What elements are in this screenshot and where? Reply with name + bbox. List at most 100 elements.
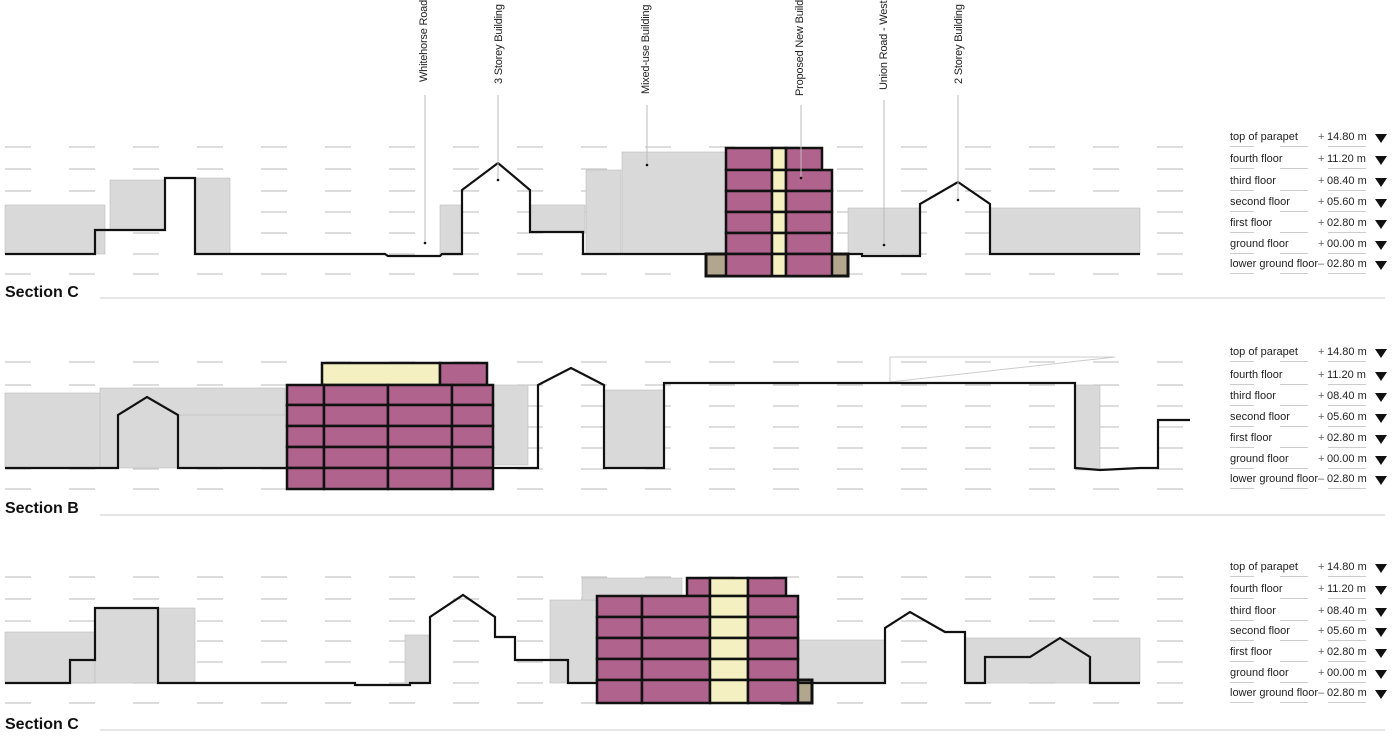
level-marker-icon xyxy=(1375,564,1387,573)
level-row: third floor+08.40 m xyxy=(1230,605,1395,621)
context-building xyxy=(492,384,529,466)
proposed-unit xyxy=(386,466,454,491)
underline xyxy=(1280,190,1308,191)
proposed-unit xyxy=(450,445,495,470)
underline xyxy=(1280,447,1308,448)
underline xyxy=(1230,273,1254,274)
level-marker-icon xyxy=(1375,608,1387,617)
level-row: first floor+02.80 m xyxy=(1230,646,1395,662)
context-building xyxy=(4,392,118,469)
level-name: second floor xyxy=(1230,625,1290,637)
proposed-unit xyxy=(708,636,750,661)
proposed-unit xyxy=(438,361,489,387)
underline xyxy=(1280,273,1308,274)
level-value: 14.80 m xyxy=(1327,131,1367,143)
underline xyxy=(1280,682,1308,683)
level-name: top of parapet xyxy=(1230,131,1298,143)
underline xyxy=(1230,640,1254,641)
ground-profile xyxy=(5,593,597,687)
proposed-unit xyxy=(322,466,390,491)
level-row: lower ground floor–02.80 m xyxy=(1230,258,1395,274)
underline xyxy=(1280,168,1308,169)
proposed-unit xyxy=(746,594,800,619)
underline xyxy=(1280,620,1308,621)
level-row: top of parapet+14.80 m xyxy=(1230,561,1395,577)
underline xyxy=(1230,426,1254,427)
context-building xyxy=(439,204,463,256)
underline xyxy=(1328,468,1366,469)
level-row: fourth floor+11.20 m xyxy=(1230,369,1395,385)
proposed-unit xyxy=(770,146,788,172)
underline xyxy=(1328,190,1366,191)
level-sign: + xyxy=(1318,583,1325,595)
proposed-unit xyxy=(784,168,834,193)
context-building xyxy=(1074,384,1101,471)
underline xyxy=(1328,620,1366,621)
section-underlines xyxy=(100,297,1385,731)
level-sign: + xyxy=(1318,131,1325,143)
underline xyxy=(1280,598,1308,599)
underline xyxy=(1328,146,1366,147)
level-marker-icon xyxy=(1375,690,1387,699)
level-name: second floor xyxy=(1230,411,1290,423)
underline xyxy=(1230,253,1254,254)
context-building xyxy=(177,414,289,469)
context-building xyxy=(797,639,886,684)
proposed-unit xyxy=(595,636,644,661)
level-row: first floor+02.80 m xyxy=(1230,432,1395,448)
underline xyxy=(1230,146,1254,147)
proposed-unit xyxy=(724,231,774,256)
underline xyxy=(1230,405,1254,406)
underline xyxy=(1230,576,1254,577)
context-building xyxy=(4,204,106,255)
level-sign: + xyxy=(1318,346,1325,358)
underline xyxy=(1280,661,1308,662)
proposed-unit xyxy=(746,636,800,661)
level-marker-icon xyxy=(1375,435,1387,444)
level-value: 02.80 m xyxy=(1327,258,1367,270)
section-title: Section C xyxy=(5,716,79,733)
callout-proposed-new-build: Proposed New Build xyxy=(794,0,806,96)
proposed-unit xyxy=(708,576,750,598)
context-building xyxy=(585,169,622,255)
proposed-unit xyxy=(595,657,644,682)
level-row: top of parapet +14.80 m xyxy=(1230,131,1395,147)
proposed-unit xyxy=(386,403,454,428)
level-marker-icon xyxy=(1375,393,1387,402)
proposed-unit xyxy=(285,445,326,470)
level-marker-icon xyxy=(1375,220,1387,229)
underline xyxy=(1328,598,1366,599)
proposed-unit xyxy=(322,424,390,449)
level-value: 02.80 m xyxy=(1327,687,1367,699)
proposed-unit xyxy=(450,466,495,491)
proposed-unit xyxy=(724,168,774,193)
level-row: fourth floor+11.20 m xyxy=(1230,583,1395,599)
proposed-buildings xyxy=(285,146,850,705)
level-name: fourth floor xyxy=(1230,583,1283,595)
proposed-unit xyxy=(450,383,495,407)
proposed-unit xyxy=(770,168,788,193)
proposed-unit xyxy=(746,657,800,682)
level-value: 14.80 m xyxy=(1327,346,1367,358)
level-name: second floor xyxy=(1230,196,1290,208)
level-sign: + xyxy=(1318,390,1325,402)
level-value: 02.80 m xyxy=(1327,473,1367,485)
proposed-unit xyxy=(784,252,834,278)
level-name: third floor xyxy=(1230,390,1276,402)
underline xyxy=(1328,576,1366,577)
proposed-unit xyxy=(386,445,454,470)
level-sign: + xyxy=(1318,667,1325,679)
proposed-unit xyxy=(724,189,774,214)
level-marker-icon xyxy=(1375,476,1387,485)
underline xyxy=(1328,702,1366,703)
context-building xyxy=(603,389,665,469)
level-sign: + xyxy=(1318,605,1325,617)
proposed-unit xyxy=(386,424,454,449)
level-sign: + xyxy=(1318,625,1325,637)
underline xyxy=(1230,682,1254,683)
level-value: 14.80 m xyxy=(1327,561,1367,573)
proposed-unit xyxy=(770,210,788,235)
context-building xyxy=(549,599,598,684)
context-building xyxy=(4,631,96,684)
level-sign: + xyxy=(1318,411,1325,423)
